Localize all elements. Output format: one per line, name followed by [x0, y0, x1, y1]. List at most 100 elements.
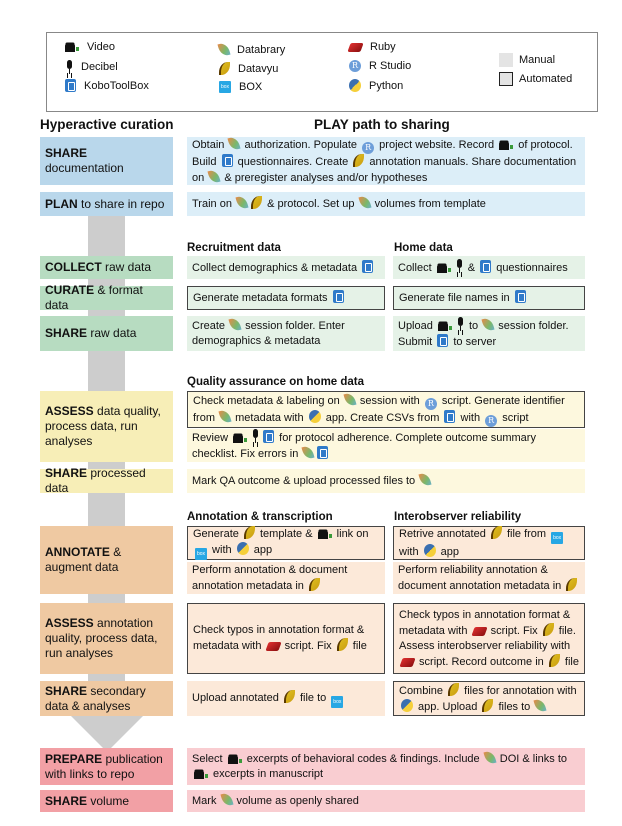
step-text: Review for protocol adherence. Complete … [192, 429, 580, 462]
text-segment: volume as openly shared [233, 795, 359, 807]
stage-rest: raw data [101, 260, 152, 274]
text-segment: Select [192, 753, 226, 765]
mic-icon [65, 60, 73, 74]
stage-verb: SHARE [45, 683, 88, 698]
stage-verb: COLLECT [45, 260, 102, 274]
home-header: Home data [394, 242, 453, 254]
python-icon [349, 79, 361, 92]
text-segment: files to [495, 700, 534, 713]
video-icon [227, 754, 242, 764]
text-segment: DOI & links to [496, 753, 568, 765]
text-segment: file to [296, 691, 330, 704]
stage-rest: processed data [45, 466, 146, 495]
text-segment: to [465, 320, 482, 332]
text-segment: link on [333, 528, 369, 540]
legend-label: Video [87, 41, 115, 53]
legend-item-ruby: Ruby [347, 41, 396, 53]
stage-text: ANNOTATE & augment data [45, 545, 168, 575]
legend-label: Automated [519, 73, 573, 85]
legend-item-rstudio: R Studio [347, 60, 411, 72]
legend-label: KoboToolBox [84, 79, 149, 92]
stage-label: SHARE secondary data & analyses [40, 681, 173, 716]
text-segment: file from [503, 528, 550, 540]
step-text: Check typos in annotation format & metad… [193, 623, 379, 654]
text-segment: script. Fix [487, 624, 541, 637]
text-segment: Collect [398, 262, 435, 274]
stage-verb: ASSESS [45, 404, 94, 418]
stage-rest: documentation [45, 161, 124, 175]
text-segment: Check metadata & labeling on [193, 394, 343, 407]
legend-item-python: Python [347, 79, 403, 92]
text-segment: Retrive annotated [399, 528, 489, 540]
datavyu-icon [542, 622, 554, 636]
text-segment: Obtain [192, 138, 228, 151]
legend-label: Datavyu [238, 62, 279, 75]
stage-label: PLAN to share in repo [40, 192, 173, 216]
kobo-icon [362, 259, 374, 273]
text-segment: Create [192, 320, 229, 332]
kobo-icon [480, 260, 492, 273]
text-segment: Generate [193, 528, 242, 540]
databrary-icon [301, 444, 315, 461]
step-text: Perform reliability annotation & documen… [398, 563, 580, 594]
step-box: Generate metadata formats [187, 286, 385, 310]
text-segment: project website. Record [376, 138, 498, 151]
video-icon [437, 321, 452, 331]
databrary-icon [219, 791, 234, 808]
databrary-icon [235, 194, 249, 211]
ruby-icon [264, 642, 282, 651]
legend-automated: Automated [499, 72, 572, 86]
text-segment: Check typos in annotation format & metad… [399, 608, 571, 637]
databrary-icon [218, 408, 232, 424]
kobo-icon [514, 290, 526, 303]
stage-text: SHARE secondary data & analyses [45, 684, 168, 714]
step-text: Collect demographics & metadata [192, 259, 375, 276]
stage-label: SHARE volume [40, 790, 173, 812]
text-segment: app [250, 544, 273, 556]
text-segment: script [499, 411, 529, 424]
databrary-icon [481, 316, 495, 333]
text-segment: excerpts of behavioral codes & findings.… [243, 753, 483, 765]
text-segment: with [209, 544, 235, 556]
text-segment: Mark QA outcome & upload processed files… [192, 475, 419, 487]
text-segment: app. Upload [415, 700, 481, 713]
legend-item-box: BOX [217, 81, 262, 93]
text-segment: questionnaires [493, 262, 568, 274]
text-segment: app [437, 546, 460, 558]
step-box: Create session folder. Enter demographic… [187, 316, 385, 351]
step-box: Retrive annotated file from with app [393, 526, 585, 560]
step-box: Perform reliability annotation & documen… [393, 562, 585, 594]
text-segment: volumes from template [371, 198, 486, 210]
databrary-icon [207, 168, 221, 184]
databrary-icon [358, 194, 372, 211]
legend-item-video: Video [63, 41, 115, 53]
text-segment: file. Assess interobserver reliability w… [399, 624, 576, 652]
stage-rest: raw data [87, 326, 137, 340]
text-segment: & [464, 262, 479, 274]
video-icon [233, 433, 248, 443]
legend-label: R Studio [369, 60, 412, 72]
stage-rest: & format data [45, 283, 143, 312]
text-segment: with [399, 546, 422, 558]
step-text: Train on & protocol. Set up volumes from… [192, 194, 486, 212]
ruby-icon [399, 657, 416, 667]
text-segment: script. Fix [281, 640, 335, 652]
text-segment: script. Generate identifier from [193, 394, 565, 424]
text-segment: Perform reliability annotation & documen… [398, 563, 565, 592]
step-box: Train on & protocol. Set up volumes from… [187, 192, 585, 216]
kobo-icon [263, 430, 275, 443]
text-segment: script. Record outcome in [416, 655, 547, 668]
recruitment-header: Recruitment data [187, 242, 281, 254]
text-segment: Check typos in annotation format & metad… [193, 624, 365, 652]
stage-verb: SHARE [45, 466, 88, 480]
stage-verb: SHARE [45, 146, 88, 160]
text-segment: files for annotation with [461, 684, 577, 697]
stage-text: ASSESS annotation quality, process data,… [45, 616, 168, 661]
legend-label: Decibel [81, 61, 118, 73]
mic-icon [455, 259, 463, 273]
datavyu-icon [243, 526, 255, 539]
datavyu-icon [548, 653, 560, 667]
text-segment: Review [192, 432, 232, 444]
text-segment: file [561, 655, 579, 668]
stage-verb: SHARE [45, 793, 88, 808]
